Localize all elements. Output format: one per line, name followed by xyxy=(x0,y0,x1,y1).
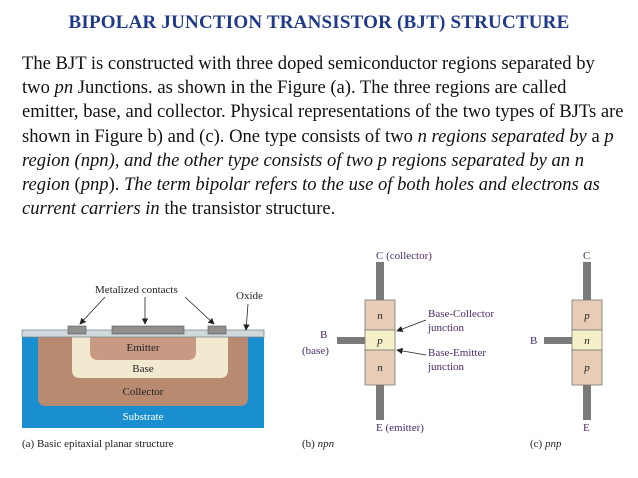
label-substrate: Substrate xyxy=(123,411,164,423)
leader-line xyxy=(243,303,250,331)
pnp-base-label: B xyxy=(530,335,537,347)
collector-lead xyxy=(376,262,384,300)
para-italic: pnp xyxy=(80,174,109,196)
pnp-label-n: n xyxy=(584,335,590,347)
para-text: the transistor structure. xyxy=(159,198,336,220)
emitter-lead xyxy=(583,385,591,420)
base-lead xyxy=(337,337,365,344)
para-text: ( xyxy=(69,174,81,196)
metal-contact-middle xyxy=(111,325,185,335)
label-metalized-contacts: Metalized contacts xyxy=(95,284,178,296)
pnp-emitter-label: E xyxy=(583,422,590,434)
be-junction-line1: Base-Emitter xyxy=(428,347,486,359)
figure-c-pnp: p n p C B E (c) pnp xyxy=(530,250,603,450)
para-text: The BJT is constructed with three doped … xyxy=(22,53,595,99)
leader-line xyxy=(396,319,427,333)
caption-figure-a: (a) Basic epitaxial planar structure xyxy=(22,438,174,450)
label-collector: Collector xyxy=(123,386,164,398)
caption-prefix: (c) xyxy=(530,438,545,450)
npn-label-n-bottom: n xyxy=(377,362,383,374)
leader-line xyxy=(184,296,215,325)
caption-italic: pnp xyxy=(544,438,562,450)
caption-figure-b: (b) npn xyxy=(302,438,335,450)
npn-label-p: p xyxy=(376,335,383,347)
metal-contact-left xyxy=(67,325,87,335)
figure-b-npn: n p n C (collector) B (base) E (emitter)… xyxy=(302,250,494,450)
npn-n-region-top xyxy=(364,299,396,331)
leader-line xyxy=(79,296,106,325)
figure-a-epitaxial-structure: Metalized contacts Oxide Emitter Base Co… xyxy=(21,284,265,450)
emitter-lead xyxy=(376,385,384,420)
pnp-p-region-top xyxy=(571,299,603,331)
label-emitter: Emitter xyxy=(127,342,160,354)
npn-label-n-top: n xyxy=(377,310,383,322)
leader-line xyxy=(396,347,427,356)
page-title: BIPOLAR JUNCTION TRANSISTOR (BJT) STRUCT… xyxy=(68,12,570,33)
pnp-label-p-top: p xyxy=(583,310,590,322)
npn-n-region-bottom xyxy=(364,349,396,386)
npn-base-label: (base) xyxy=(302,345,329,357)
para-italic: n regions separated by xyxy=(417,125,587,147)
caption-prefix: (b) xyxy=(302,438,318,450)
metal-contact-right xyxy=(207,325,227,335)
para-text: a xyxy=(586,125,605,147)
para-italic: The term bipolar refers to the use of bo… xyxy=(22,174,600,220)
caption-italic: npn xyxy=(318,438,335,450)
para-text: Junctions. as shown in the Figure (a). T… xyxy=(22,77,624,147)
label-base: Base xyxy=(132,363,154,375)
pnp-label-p-bottom: p xyxy=(583,362,590,374)
npn-collector-label: C (collector) xyxy=(376,250,432,262)
be-junction-line2: junction xyxy=(427,361,465,373)
label-oxide: Oxide xyxy=(236,290,263,302)
para-italic: p region (npn), and the other type consi… xyxy=(22,125,614,196)
npn-emitter-label: E (emitter) xyxy=(376,422,424,434)
emitter-region xyxy=(90,330,196,360)
bc-junction-line1: Base-Collector xyxy=(428,308,494,320)
npn-base-b: B xyxy=(320,329,327,341)
bc-junction-line2: junction xyxy=(427,322,465,334)
body-paragraph: The BJT is constructed with three doped … xyxy=(22,52,626,248)
para-italic: pn xyxy=(54,77,74,99)
caption-figure-c: (c) pnp xyxy=(530,438,562,450)
para-text: ). xyxy=(108,174,125,196)
base-lead xyxy=(544,337,572,344)
collector-lead xyxy=(583,262,591,300)
pnp-collector-label: C xyxy=(583,250,590,262)
pnp-p-region-bottom xyxy=(571,349,603,386)
